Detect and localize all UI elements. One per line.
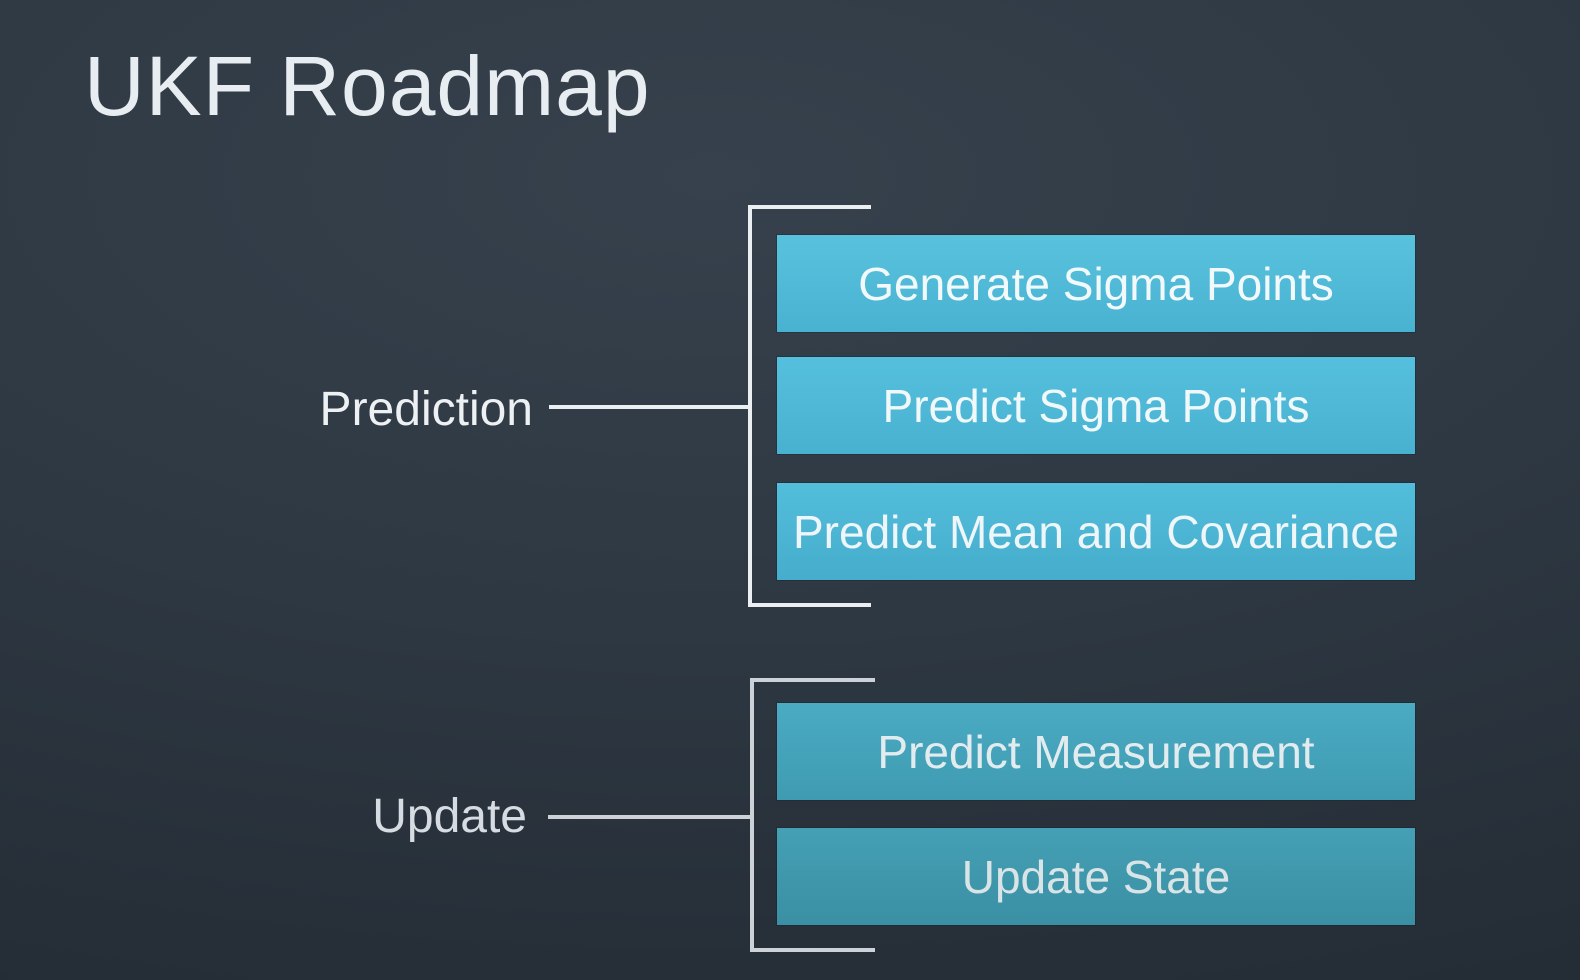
prediction-connector-line (549, 405, 748, 409)
step-box-label: Update State (961, 850, 1231, 903)
step-box-label: Generate Sigma Points (858, 257, 1334, 310)
step-box-label: Predict Sigma Points (882, 379, 1310, 432)
prediction-bracket (748, 205, 871, 607)
step-box-predict-sigma-points: Predict Sigma Points (777, 357, 1415, 454)
step-box-label: Predict Mean and Covariance (793, 505, 1399, 558)
update-bracket (750, 678, 875, 952)
step-box-generate-sigma-points: Generate Sigma Points (777, 235, 1415, 332)
step-box-label: Predict Measurement (877, 725, 1315, 778)
update-connector-line (548, 815, 750, 819)
step-box-predict-measurement: Predict Measurement (777, 703, 1415, 800)
slide-title: UKF Roadmap (84, 39, 651, 133)
step-box-update-state: Update State (777, 828, 1415, 925)
update-group-label: Update (372, 790, 527, 843)
step-box-predict-mean-and-covariance: Predict Mean and Covariance (777, 483, 1415, 580)
prediction-group-label: Prediction (319, 383, 533, 436)
